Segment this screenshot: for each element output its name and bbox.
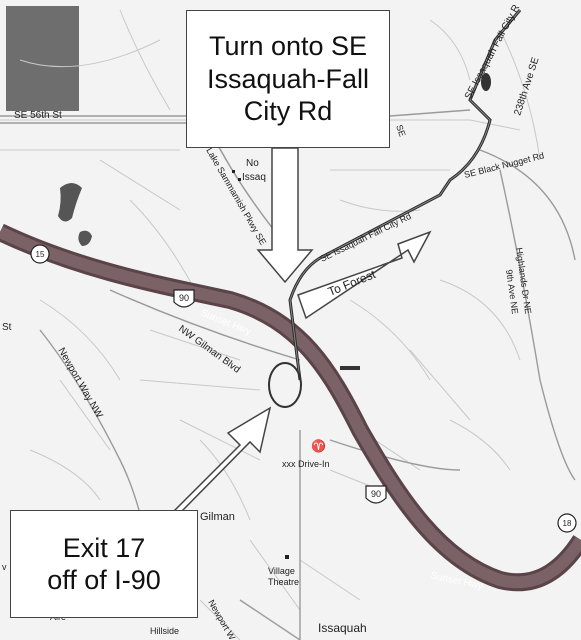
turn-callout-line-2: Issaquah-Fall xyxy=(206,63,370,94)
pond-2 xyxy=(78,230,92,246)
label-newport-bottom: Newport W xyxy=(206,598,237,640)
label-gilman: Gilman xyxy=(200,511,235,523)
label-hillside: Hillside xyxy=(150,626,179,636)
label-se-partial: SE xyxy=(394,123,408,138)
label-238th: 238th Ave SE xyxy=(512,56,541,117)
shield-sr18-icon: 18 xyxy=(557,513,577,533)
shield-i90-b-label: 90 xyxy=(371,489,381,499)
street-grid xyxy=(0,9,541,640)
poi-marker-1-icon xyxy=(232,170,235,173)
shield-i90-a-icon: 90 xyxy=(173,289,195,308)
poi-marker-2-icon xyxy=(238,178,241,181)
theatre-marker-icon xyxy=(285,555,289,559)
dash-mark xyxy=(340,366,360,370)
turn-callout: Turn onto SE Issaquah-Fall City Rd xyxy=(186,10,390,148)
shield-sr15-label: 15 xyxy=(36,250,45,259)
label-9th: 9th Ave NE xyxy=(504,269,520,315)
exit-callout-line-2: off of I-90 xyxy=(47,565,161,595)
turn-callout-line-3: City Rd xyxy=(243,96,333,127)
label-fall-city-top: SE Issaquah Fall City R xyxy=(463,3,522,101)
label-drive-in: xxx Drive-In xyxy=(282,459,330,469)
freeway-i90-inner xyxy=(0,226,581,589)
turn-callout-line-1: Turn onto SE xyxy=(208,31,368,62)
shield-i90-b-icon: 90 xyxy=(365,485,387,504)
shield-i90-a-label: 90 xyxy=(179,293,189,303)
label-no: No xyxy=(246,158,259,169)
label-issaq: Issaq xyxy=(242,172,266,183)
pond-1 xyxy=(58,183,82,222)
field-block xyxy=(6,6,79,111)
label-left-v: v xyxy=(2,562,7,572)
shield-sr18-label: 18 xyxy=(563,519,572,528)
label-theatre: Theatre xyxy=(268,577,299,587)
label-village: Village xyxy=(268,566,295,576)
label-issaquah: Issaquah xyxy=(318,621,367,635)
label-st-left: St xyxy=(2,322,12,333)
route-line-inner xyxy=(289,9,521,381)
restaurant-icon: ♈ xyxy=(311,439,326,453)
to-forest-label: To Forest xyxy=(326,267,378,299)
exit-callout-line-1: Exit 17 xyxy=(62,532,146,563)
to-forest-arrow xyxy=(297,230,432,320)
exit-arrow xyxy=(169,406,272,516)
shield-sr15-icon: 15 xyxy=(30,244,50,264)
pond-3 xyxy=(481,73,491,91)
label-nw-gilman: NW Gilman Blvd xyxy=(176,324,242,376)
exit-callout: Exit 17 off of I-90 xyxy=(10,510,198,618)
label-se-56th: SE 56th St xyxy=(14,110,62,121)
turn-arrow xyxy=(256,147,314,284)
interchange-loop xyxy=(268,362,302,408)
